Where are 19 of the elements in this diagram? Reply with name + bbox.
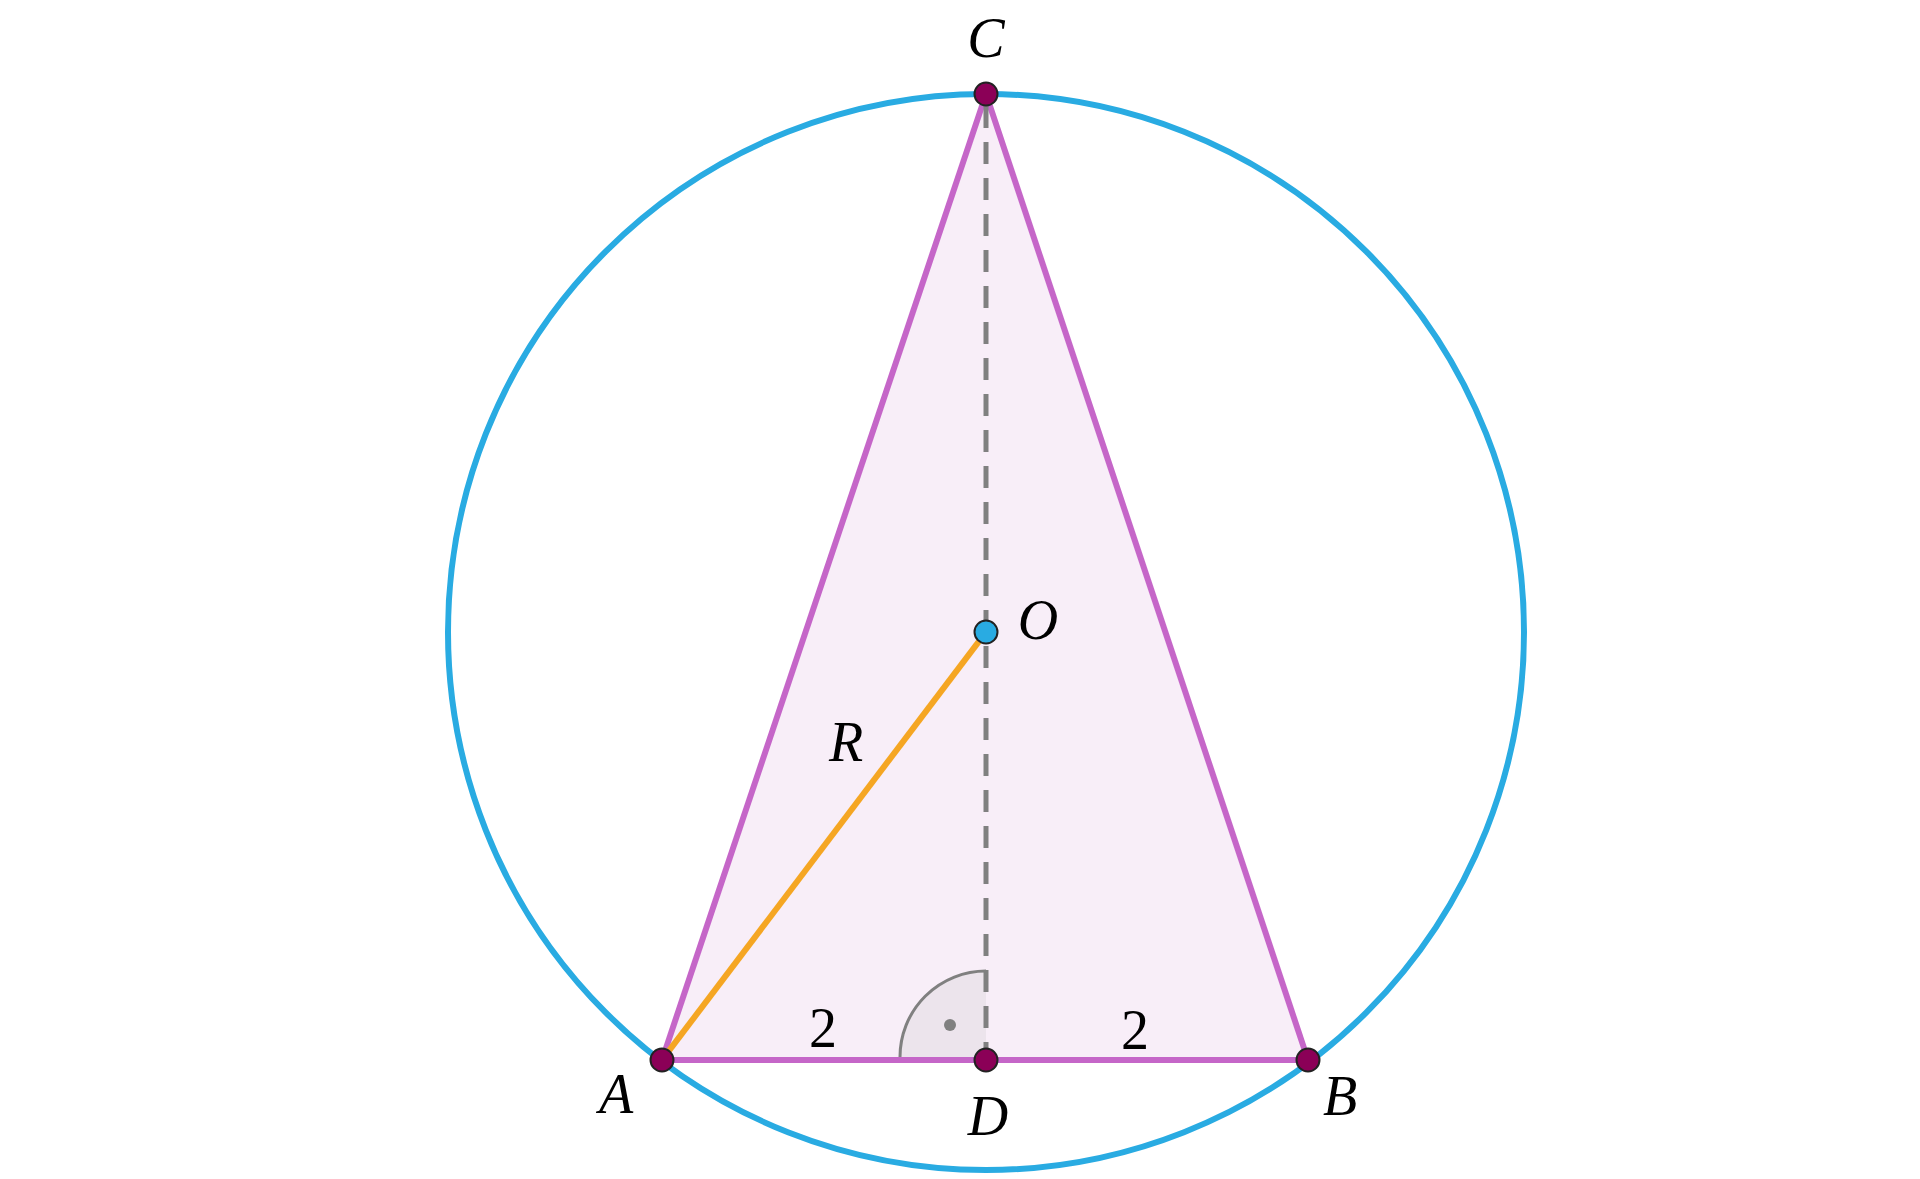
line-segment (674, 1057, 974, 1063)
line-segment (662, 104, 986, 1050)
point-label: C (967, 10, 1005, 66)
edge-label: R (828, 714, 864, 770)
point-marker (973, 619, 999, 645)
point-label: O (1017, 592, 1059, 648)
line-segment (998, 1057, 1296, 1063)
point-marker (973, 1047, 999, 1073)
point-label: B (1322, 1068, 1358, 1124)
point-marker (973, 81, 999, 107)
point-label: D (967, 1088, 1009, 1144)
point-label: A (598, 1066, 634, 1122)
line-segment (986, 104, 1308, 1050)
line-segment (666, 639, 982, 1053)
point-marker (649, 1047, 675, 1073)
point-marker (1295, 1047, 1321, 1073)
line-segment (983, 106, 989, 1048)
edge-label: 2 (809, 1000, 837, 1056)
edge-label: 2 (1121, 1002, 1149, 1058)
